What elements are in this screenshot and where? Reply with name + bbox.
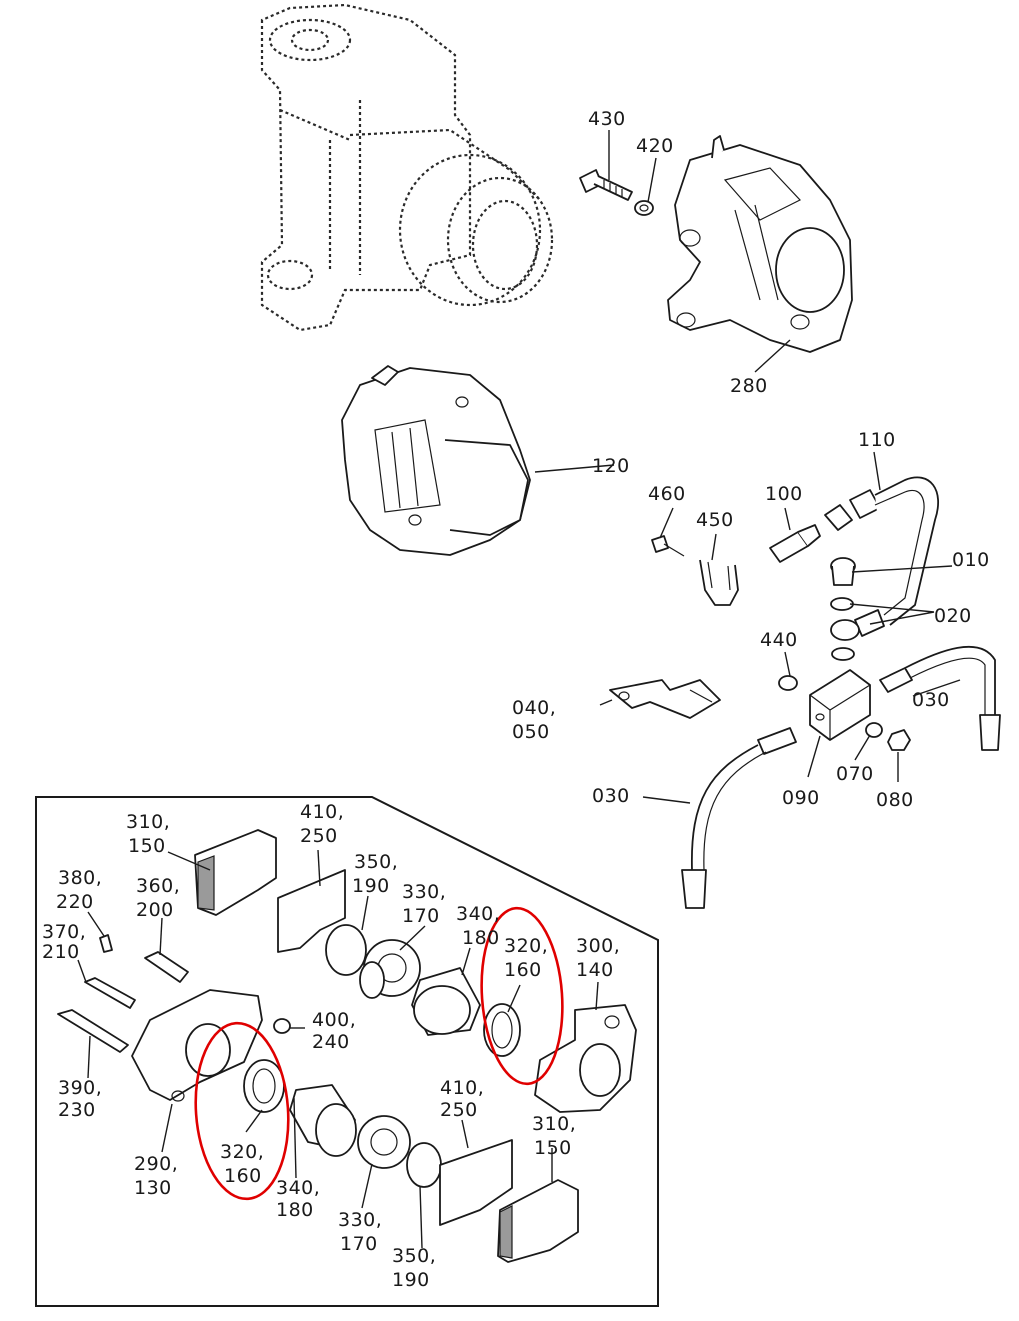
label-inset-360-1: 360, [136, 875, 180, 897]
hose-110 [824, 476, 940, 637]
label-inset-310b-2: 150 [534, 1137, 572, 1159]
label-inset-310a-1: 310, [126, 811, 170, 833]
label-inset-390-1: 390, [58, 1077, 102, 1099]
inset-shim-410-bottom [439, 1139, 513, 1226]
label-inset-340b-1: 340, [276, 1177, 320, 1199]
label-inset-400-2: 240 [312, 1031, 350, 1053]
label-440: 440 [760, 629, 798, 651]
inset-washer-400 [273, 1018, 291, 1034]
label-inset-330a-2: 170 [402, 905, 440, 927]
label-inset-380-1: 380, [58, 867, 102, 889]
inset-shim-410-top [277, 869, 346, 953]
caliper-120 [341, 365, 531, 556]
inset-piston-340-bottom [289, 1084, 357, 1157]
inset-ring-320-top [483, 1003, 521, 1057]
leader-lines [77, 130, 961, 1249]
washer-420 [634, 200, 654, 216]
label-inset-410a-2: 250 [300, 825, 338, 847]
label-100: 100 [765, 483, 803, 505]
label-110: 110 [858, 429, 896, 451]
steering-knuckle-dotted [260, 3, 554, 332]
clip-450 [699, 559, 739, 606]
label-inset-350a-2: 190 [352, 875, 390, 897]
highlight-oval-bottom [194, 1021, 290, 1201]
label-inset-300-1: 300, [576, 935, 620, 957]
label-inset-370-1: 370, [42, 921, 86, 943]
highlight-oval-top [480, 906, 564, 1086]
label-inset-340b-2: 180 [276, 1199, 314, 1221]
label-inset-330b-2: 170 [340, 1233, 378, 1255]
inset-seal-330-top [359, 939, 421, 999]
label-inset-350a-1: 350, [354, 851, 398, 873]
label-inset-360-2: 200 [136, 899, 174, 921]
washers-020 [830, 597, 860, 661]
label-120: 120 [592, 455, 630, 477]
inset-bolt-370 [84, 977, 136, 1009]
inset-ring-320-bottom [243, 1059, 285, 1113]
inset-housing-290 [131, 989, 263, 1102]
label-460: 460 [648, 483, 686, 505]
label-inset-300-2: 140 [576, 959, 614, 981]
pipe-030-right [879, 645, 1001, 751]
label-inset-400-1: 400, [312, 1009, 356, 1031]
label-inset-350b-2: 190 [392, 1269, 430, 1291]
label-inset-390-2: 230 [58, 1099, 96, 1121]
label-050: 050 [512, 721, 550, 743]
label-inset-320b-2: 160 [224, 1165, 262, 1187]
inset-clip-380 [99, 934, 113, 953]
label-430: 430 [588, 108, 626, 130]
fitting-100 [769, 524, 821, 563]
label-inset-320a-1: 320, [504, 935, 548, 957]
inset-frame [35, 796, 659, 1307]
label-inset-330a-1: 330, [402, 881, 446, 903]
label-inset-290-1: 290, [134, 1153, 178, 1175]
label-070: 070 [836, 763, 874, 785]
inset-pad-310-top [194, 829, 277, 916]
label-inset-290-2: 130 [134, 1177, 172, 1199]
label-080: 080 [876, 789, 914, 811]
label-inset-340a-2: 180 [462, 927, 500, 949]
label-inset-410b-1: 410, [440, 1077, 484, 1099]
label-inset-320a-2: 160 [504, 959, 542, 981]
bracket-040-050 [609, 679, 721, 719]
label-030-left: 030 [592, 785, 630, 807]
caliper-280 [667, 135, 853, 353]
label-420: 420 [636, 135, 674, 157]
inset-pad-310-bottom [497, 1179, 579, 1263]
junction-block-090 [809, 669, 871, 741]
label-010: 010 [952, 549, 990, 571]
bolt-430 [579, 169, 633, 201]
banjo-bolt-010 [830, 557, 856, 586]
label-inset-410a-1: 410, [300, 801, 344, 823]
label-030-right: 030 [912, 689, 950, 711]
label-020: 020 [934, 605, 972, 627]
label-inset-410b-2: 250 [440, 1099, 478, 1121]
label-inset-340a-1: 340, [456, 903, 500, 925]
inset-circlip-350-top [325, 924, 367, 976]
bolt-460 [651, 535, 685, 557]
label-inset-350b-1: 350, [392, 1245, 436, 1267]
label-040: 040, [512, 697, 556, 719]
nut-080 [887, 729, 911, 751]
pipe-030-left [681, 727, 797, 909]
inset-bolt-390 [57, 1009, 129, 1053]
label-090: 090 [782, 787, 820, 809]
label-280: 280 [730, 375, 768, 397]
label-inset-320b-1: 320, [220, 1141, 264, 1163]
inset-housing-300 [534, 1004, 637, 1113]
inset-piston-340-top [411, 967, 481, 1036]
inset-circlip-350-bottom [406, 1142, 442, 1188]
label-inset-310b-1: 310, [532, 1113, 576, 1135]
nut-070 [865, 722, 883, 738]
inset-bleed-360 [144, 951, 189, 983]
label-inset-380-2: 220 [56, 891, 94, 913]
label-inset-330b-1: 330, [338, 1209, 382, 1231]
label-inset-370-2: 210 [42, 941, 80, 963]
washer-440 [778, 675, 798, 691]
label-inset-310a-2: 150 [128, 835, 166, 857]
label-450: 450 [696, 509, 734, 531]
inset-seal-330-bottom [357, 1115, 411, 1169]
